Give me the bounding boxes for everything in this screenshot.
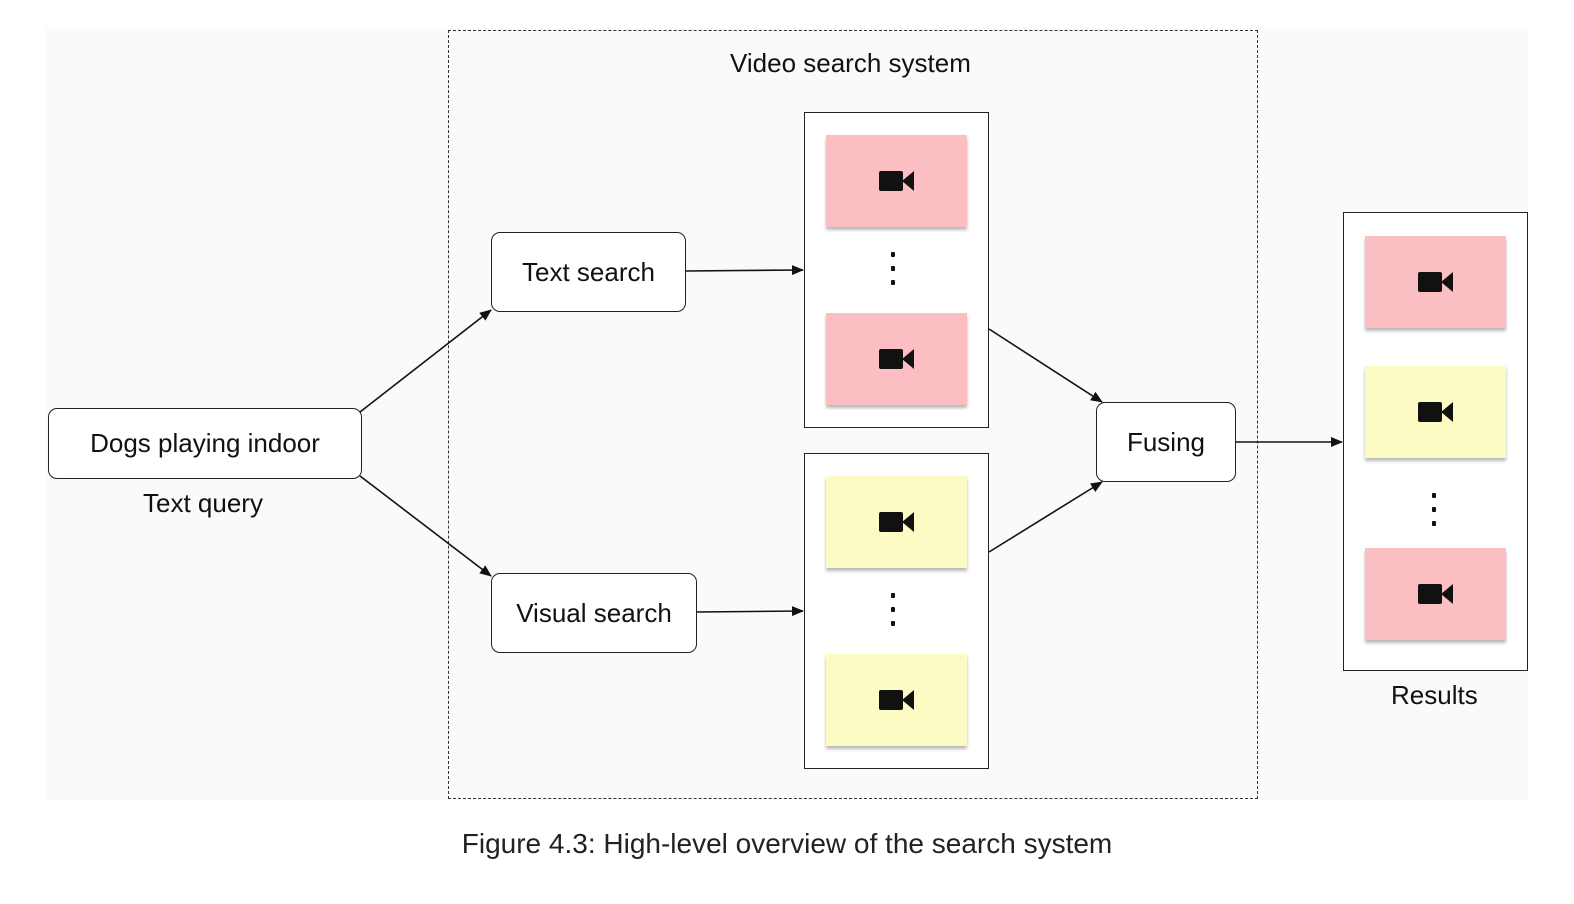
video-camera-icon	[1417, 272, 1453, 292]
video-card-text-2	[826, 313, 967, 405]
arrow-query-to-visual-search	[359, 475, 492, 577]
arrow-text-search-to-results	[685, 265, 804, 276]
video-camera-icon	[878, 349, 914, 369]
vertical-ellipsis-icon	[1431, 493, 1437, 533]
arrow-visual-search-to-results	[696, 606, 804, 617]
figure-caption: Figure 4.3: High-level overview of the s…	[461, 828, 1113, 859]
text-search-node: Text search	[491, 232, 686, 312]
vertical-ellipsis-icon	[890, 593, 896, 633]
result-card-2	[1365, 366, 1506, 458]
video-camera-icon	[1417, 584, 1453, 604]
video-camera-icon	[878, 512, 914, 532]
vertical-ellipsis-icon	[890, 252, 896, 292]
video-camera-icon	[878, 690, 914, 710]
arrow-text-results-to-fusing	[988, 328, 1103, 403]
video-card-visual-2	[826, 654, 967, 746]
video-camera-icon	[878, 171, 914, 191]
query-node: Dogs playing indoor	[48, 408, 362, 479]
arrow-query-to-text-search	[359, 309, 492, 413]
results-label: Results	[1391, 680, 1478, 710]
video-card-visual-1	[826, 476, 967, 568]
query-caption: Text query	[143, 488, 263, 518]
video-camera-icon	[1417, 402, 1453, 422]
fusing-node: Fusing	[1096, 402, 1236, 482]
video-search-system-boundary	[448, 30, 1258, 799]
result-card-3	[1365, 548, 1506, 640]
system-title: Video search system	[730, 48, 971, 78]
video-card-text-1	[826, 135, 967, 227]
arrow-visual-results-to-fusing	[988, 481, 1103, 553]
visual-search-node: Visual search	[491, 573, 697, 653]
result-card-1	[1365, 236, 1506, 328]
